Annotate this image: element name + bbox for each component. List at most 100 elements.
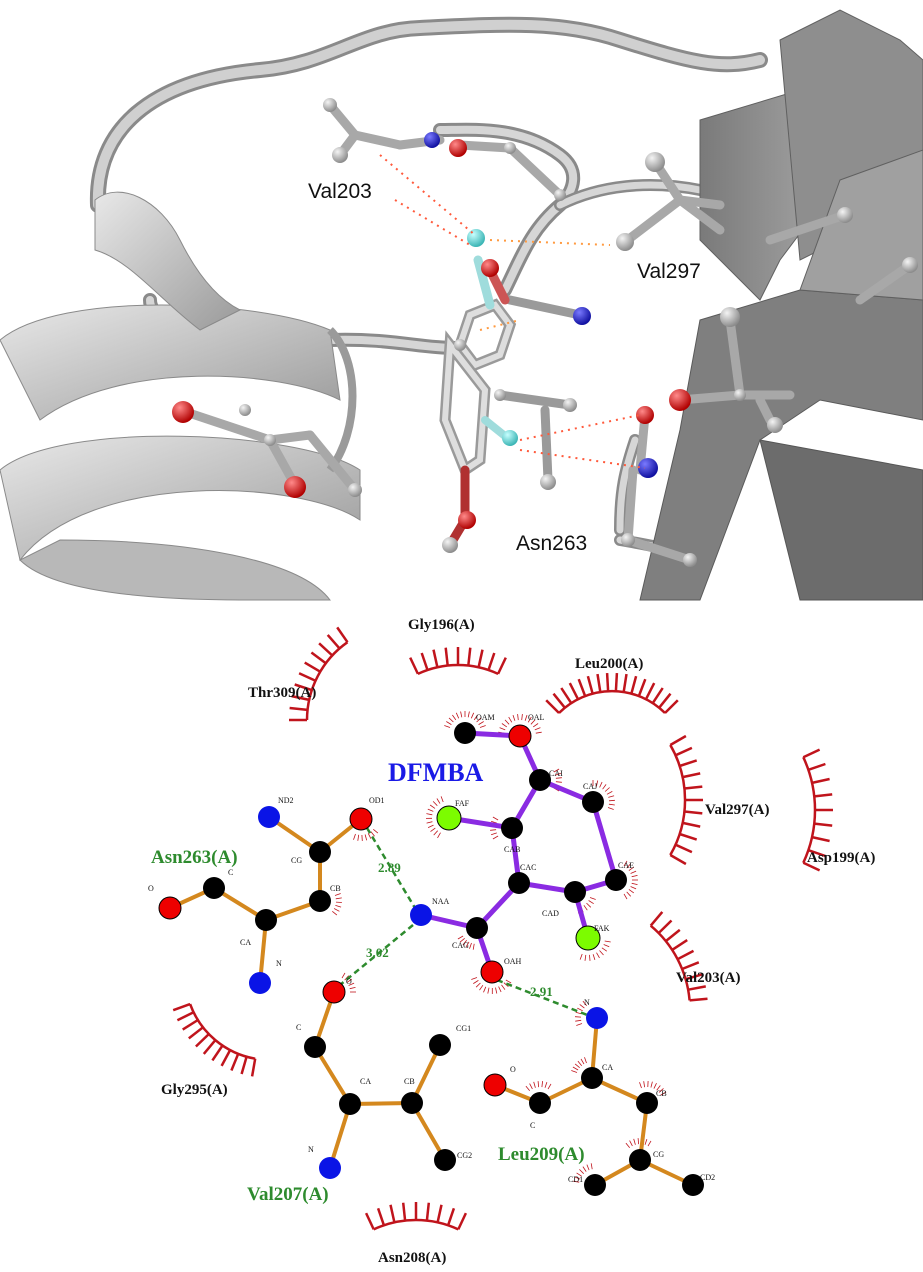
arc-val297-spike: [674, 746, 693, 757]
arc-ligand-oam-spike: [476, 717, 482, 723]
arc-ligand-oal-spike: [512, 714, 516, 721]
arc-thr309-spike: [304, 661, 321, 673]
arc-val297-spike: [684, 785, 703, 790]
residue-thr309: Thr309(A): [248, 685, 316, 701]
arc-gly196-spike: [409, 657, 420, 675]
arc-c-leu-spike: [544, 1081, 548, 1088]
atom-c-asn: [203, 877, 225, 899]
atom-ca-leu: [581, 1067, 603, 1089]
atom-label-cg1: CG1: [456, 1024, 471, 1033]
atom-cb-val: [401, 1092, 423, 1114]
arc-ligand-cad-spike: [589, 897, 596, 900]
atom-label-ca: CA: [240, 938, 251, 947]
arc-cd1-spike: [586, 1164, 590, 1171]
arc-ligand-caj-spike: [606, 791, 613, 795]
arc-leu200-spike: [577, 678, 587, 697]
arc-ligand-fak-spike: [599, 950, 604, 956]
arc-ligand-oah-spike: [505, 979, 512, 984]
arc-asn208-spike: [457, 1212, 468, 1230]
arc-val203-spike: [649, 911, 664, 927]
arc-leu200-spike: [630, 675, 638, 694]
arc-ligand-faf-spike: [427, 824, 434, 828]
atom-label-n: N: [276, 959, 282, 968]
arc-cg-leu-spike: [633, 1138, 636, 1145]
arc-thr309-spike: [326, 634, 341, 650]
atom-label-cai: CAI: [549, 769, 563, 778]
arc-gly196-spike: [432, 649, 439, 668]
hbond-line-2: [339, 924, 414, 986]
arc-cb-leu-spike: [650, 1081, 653, 1088]
arc-ligand-faf-spike: [437, 832, 441, 839]
arc-ligand-oal-spike: [508, 716, 513, 723]
arc-leu200-spike: [586, 675, 594, 694]
protein-beta-sheet: [639, 9, 923, 601]
arc-ligand-cag-spike: [469, 942, 472, 949]
arc-leu200-spike: [605, 673, 610, 692]
arc-ligand-oal-spike: [501, 723, 508, 728]
hbond-line-1: [365, 827, 417, 909]
arc-ligand-cai-spike: [555, 772, 562, 776]
arc-c-leu-spike: [529, 1083, 533, 1090]
residue-asn208: Asn208(A): [378, 1250, 446, 1266]
arc-ligand-cab-spike: [492, 816, 499, 821]
arc-thr309-spike: [336, 626, 349, 643]
atom-label-cg: CG: [291, 856, 302, 865]
arc-ligand-faf-spike: [433, 830, 438, 836]
arc-o-val-spike: [349, 987, 356, 990]
atom-fak: [575, 925, 601, 951]
contact-lines: [379, 154, 646, 469]
arc-o-val: [341, 972, 356, 993]
hydrophobic-arcs: [172, 626, 833, 1231]
arc-od1-spike: [353, 833, 356, 840]
arc-val297-spike: [682, 821, 701, 828]
atom-label-o: O: [148, 884, 154, 893]
arc-thr309: [289, 626, 349, 722]
arc-gly196-curve: [417, 663, 499, 676]
arc-asp199-spike: [811, 835, 830, 843]
arc-gly196-spike: [487, 652, 496, 671]
arc-ligand-oal-spike: [534, 727, 541, 731]
arc-ligand-oam: [444, 711, 486, 728]
arc-ligand-oah-spike: [495, 987, 498, 994]
atom-spheres: [172, 98, 918, 567]
arc-od1-spike: [364, 834, 368, 841]
arc-ligand-oal-spike: [521, 714, 523, 721]
arc-ligand-oam-spike: [448, 717, 454, 723]
arc-cd1: [573, 1163, 593, 1183]
arc-ligand-cag-spike: [465, 941, 470, 948]
atom-label-cd2: CD2: [700, 1173, 715, 1182]
arc-ligand-oam-spike: [444, 725, 451, 728]
arc-ligand-oah-spike: [471, 977, 478, 980]
atom-ca-asn: [255, 909, 277, 931]
arc-leu200-spike: [552, 692, 566, 709]
arc-ligand-cad-spike: [586, 902, 592, 908]
atom-label-oam: OAM: [476, 713, 495, 722]
atom-label-cb-leu: CB: [656, 1089, 667, 1098]
arc-c-leu-spike: [541, 1081, 543, 1088]
arc-val203-spike: [689, 997, 708, 1002]
arc-ligand-oam-spike: [478, 721, 484, 725]
arc-leu200-spike: [568, 682, 580, 700]
arc-n-leu-spike: [575, 1019, 582, 1022]
arc-ligand-cag-spike: [457, 935, 464, 940]
arc-ligand-faf-spike: [426, 813, 433, 816]
arc-cb-asn-spike: [332, 910, 338, 916]
arc-ligand-faf-spike: [429, 804, 436, 809]
arc-ligand-cae-spike: [631, 882, 638, 885]
arc-cg-leu-spike: [629, 1140, 633, 1147]
arc-ligand-fak-spike: [579, 953, 583, 960]
arc-val203-spike: [685, 972, 704, 981]
arc-gly295-curve: [188, 1003, 256, 1060]
arc-ligand-fak-spike: [584, 954, 587, 961]
arc-ligand-cai-spike: [555, 781, 562, 783]
atom-naa: [410, 904, 432, 926]
arc-ligand-oah-spike: [479, 984, 484, 991]
atom-cg2-val: [434, 1149, 456, 1171]
arc-thr309-spike: [310, 651, 327, 665]
atom-cg-asn: [309, 841, 331, 863]
arc-thr309-spike: [298, 672, 317, 682]
label-val297: Val297: [637, 260, 701, 283]
arc-cb-leu: [639, 1080, 667, 1096]
residue-gly295: Gly295(A): [161, 1082, 228, 1098]
arc-cg-leu-spike: [625, 1142, 631, 1148]
